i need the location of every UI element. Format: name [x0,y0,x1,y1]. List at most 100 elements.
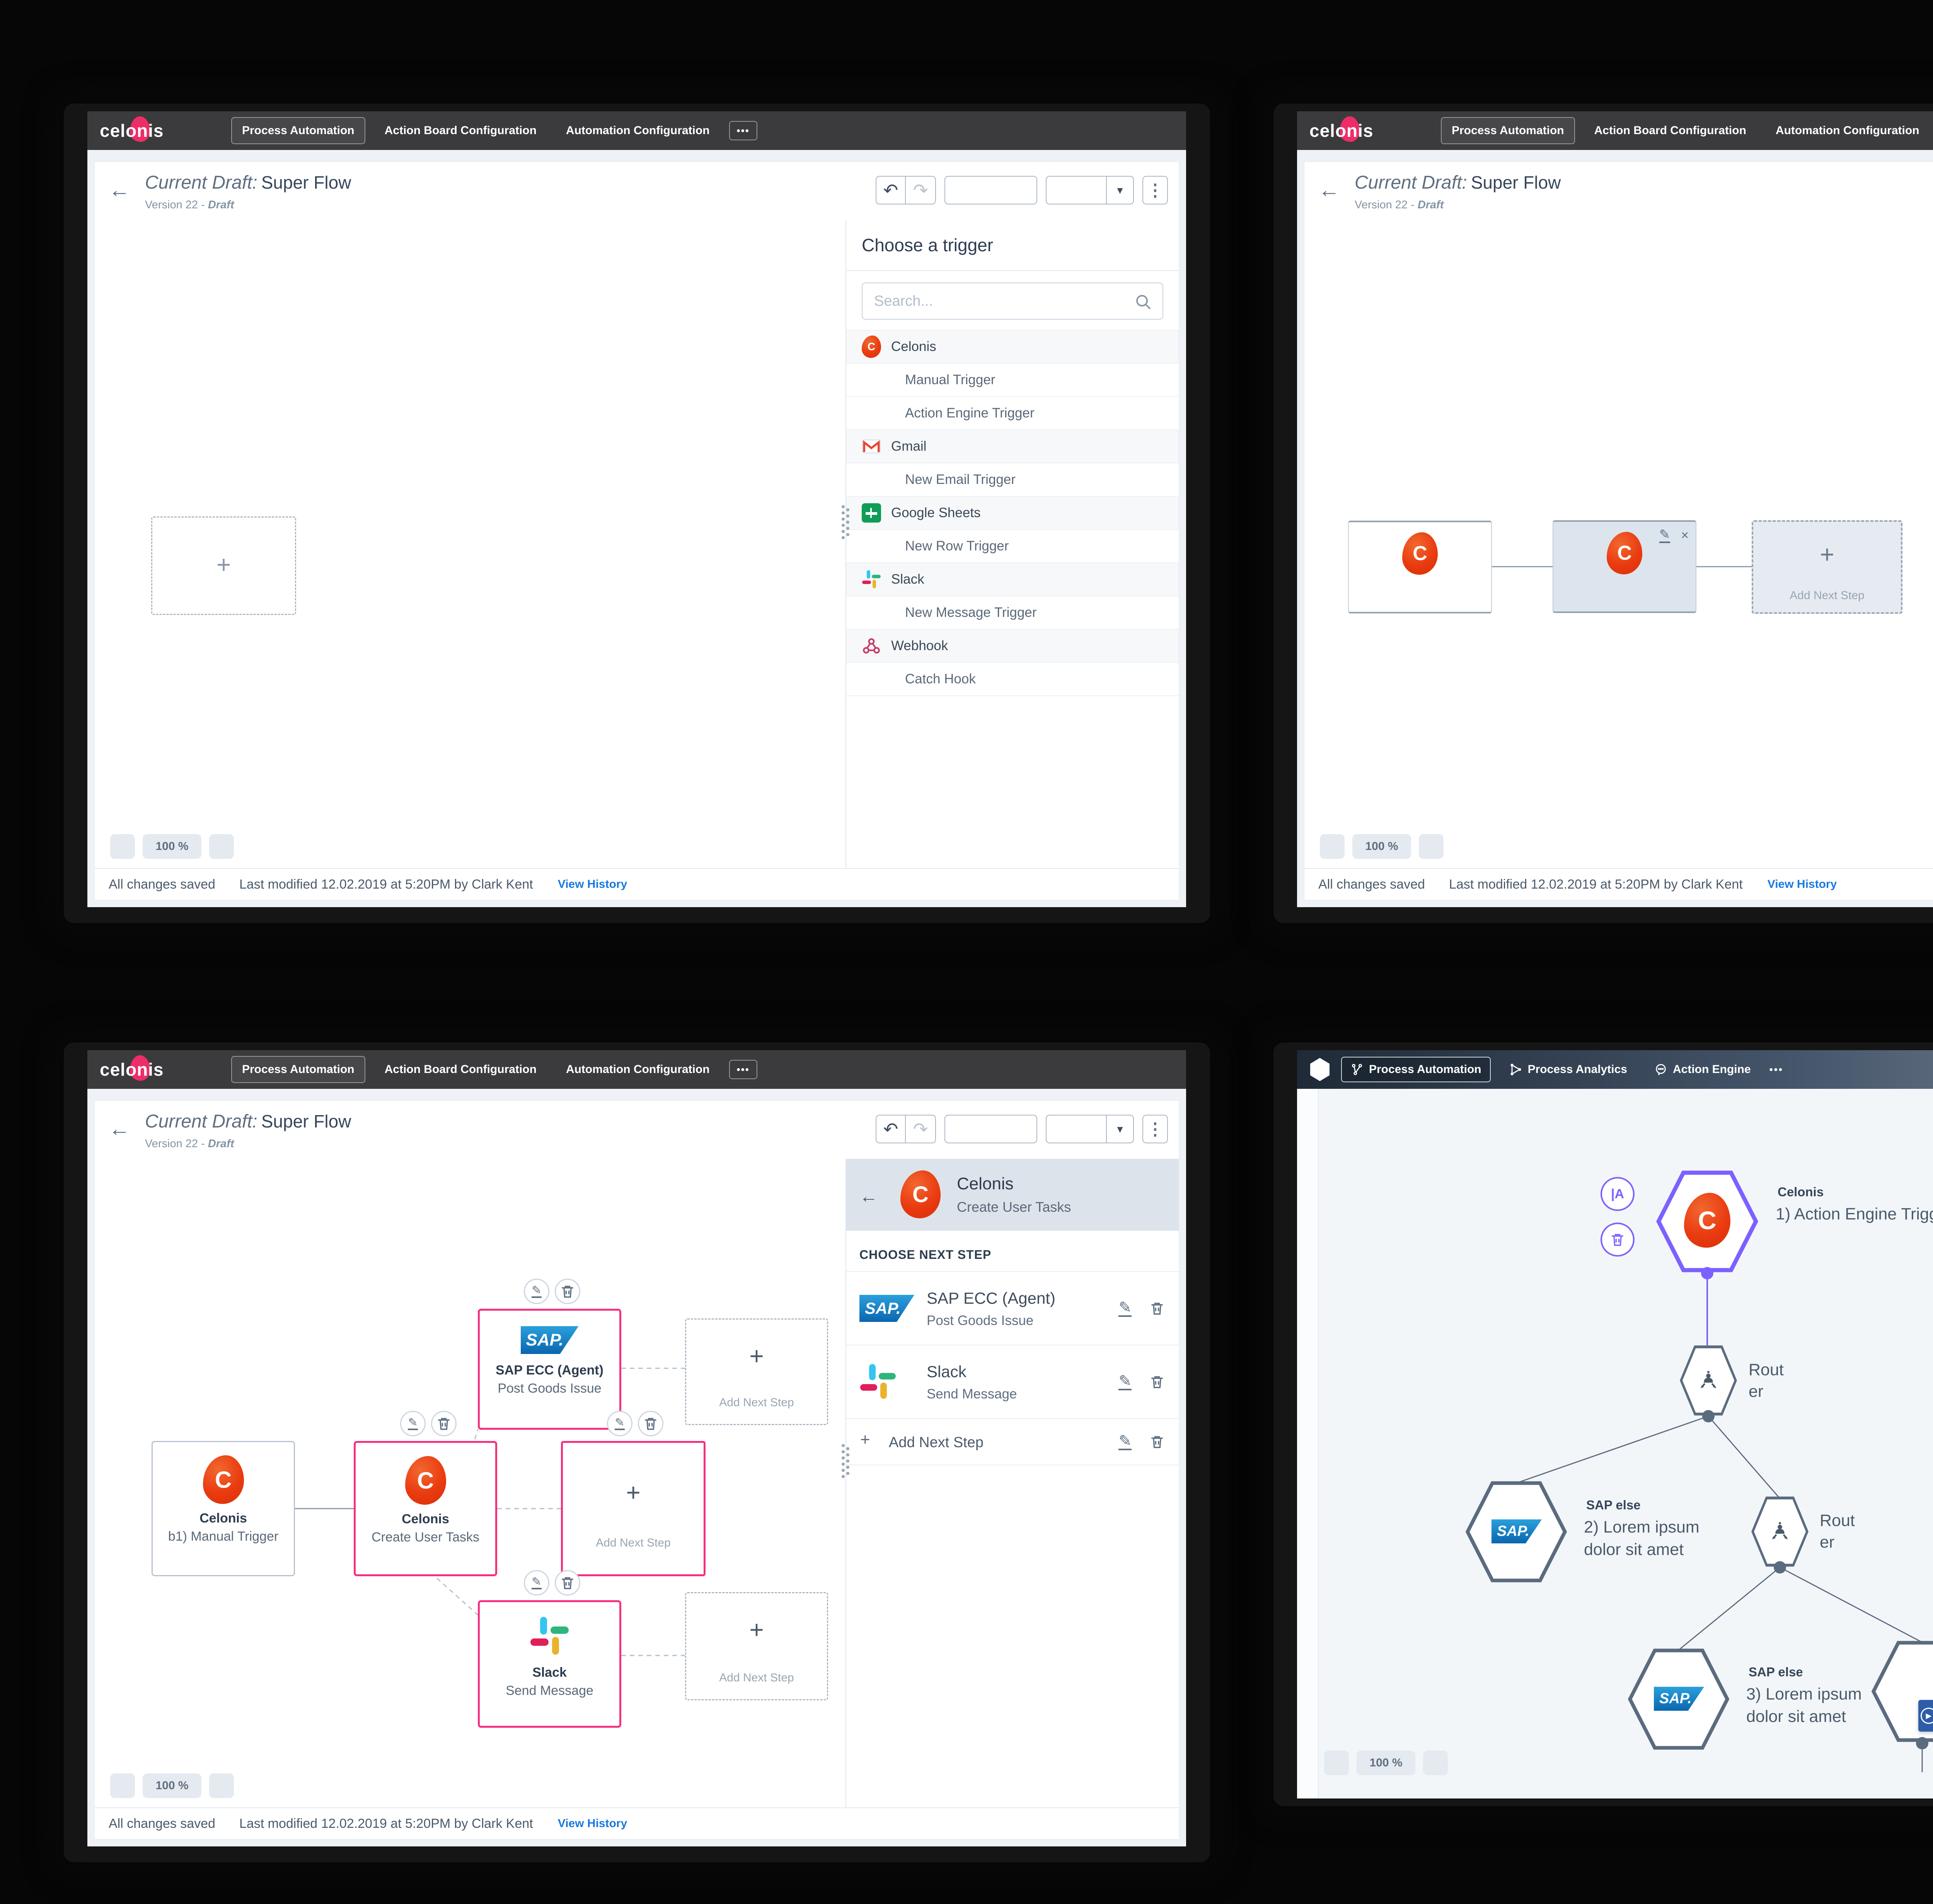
view-history-link[interactable]: View History [557,1817,627,1830]
edit-step-button[interactable]: ✎ [1118,1432,1132,1450]
delete-step-button[interactable] [1149,1300,1166,1317]
delete-step-button[interactable] [1149,1433,1166,1450]
trigger-group-webhook[interactable]: Webhook [846,630,1179,663]
tab-automation-configuration[interactable]: Automation Configuration [566,1063,710,1076]
kebab-menu-button[interactable]: ⋮ [1142,1115,1168,1143]
trigger-item-new-row-trigger[interactable]: New Row Trigger [846,530,1179,563]
search-input[interactable] [862,283,1163,320]
edit-node-button[interactable]: ✎ [607,1411,632,1436]
resize-handle[interactable] [842,505,845,508]
zoom-out-button[interactable] [1324,1751,1349,1775]
node-action-engine-trigger[interactable]: C [1655,1170,1759,1273]
zoom-in-button[interactable] [209,1773,234,1798]
edit-node-icon[interactable]: ✎ [1659,528,1670,543]
tab-action-board-configuration[interactable]: Action Board Configuration [384,1063,537,1076]
nav-more-button[interactable]: ••• [729,1060,757,1079]
back-button[interactable]: ← [1318,177,1340,202]
delete-node-button[interactable] [1601,1223,1635,1257]
resize-handle[interactable] [842,1444,845,1448]
toolbar-select[interactable]: ▾ [1046,176,1134,204]
trigger-item-manual-trigger[interactable]: Manual Trigger [846,364,1179,397]
delete-step-button[interactable] [1149,1373,1166,1390]
trigger-group-slack[interactable]: Slack [846,563,1179,596]
nav-more-button[interactable]: ••• [1769,1063,1783,1075]
redo-button[interactable]: ↷ [913,1119,928,1139]
node-slack-send-message[interactable]: Slack Send Message [478,1600,621,1728]
node-google-sheets[interactable] [1870,1640,1933,1743]
node-sap-2[interactable]: SAP. [1464,1480,1568,1584]
edit-node-button[interactable]: ✎ [400,1411,426,1436]
toolbar-select[interactable]: ▾ [1046,1115,1134,1143]
trigger-group-google-sheets[interactable]: Google Sheets [846,497,1179,530]
add-next-step-row[interactable]: + Add Next Step ✎ [846,1419,1179,1465]
zoom-in-button[interactable] [1423,1751,1448,1775]
node-router-1[interactable] [1679,1345,1737,1416]
toolbar-input[interactable] [944,1115,1037,1143]
delete-node-button[interactable] [555,1570,580,1596]
add-next-step-card-selected[interactable]: + Add Next Step [561,1441,706,1576]
view-history-link[interactable]: View History [1767,878,1837,891]
workflow-canvas[interactable]: C Celonis b1) Manual Trigger ✎ C Celonis… [95,1159,845,1807]
trigger-item-catch-hook[interactable]: Catch Hook [846,663,1179,696]
trigger-item-new-message-trigger[interactable]: New Message Trigger [846,596,1179,630]
edit-step-button[interactable]: ✎ [1118,1373,1132,1390]
node-sap-3[interactable]: SAP. [1627,1647,1730,1751]
connector-dot[interactable] [1774,1561,1786,1574]
undo-button[interactable]: ↶ [876,1115,906,1143]
tab-automation-configuration[interactable]: Automation Configuration [1775,124,1919,137]
delete-node-button[interactable] [431,1411,457,1436]
close-icon[interactable]: × [1681,528,1689,543]
node-sap-post-goods-issue[interactable]: SAP. SAP ECC (Agent) Post Goods Issue [478,1309,621,1430]
trigger-item-new-email-trigger[interactable]: New Email Trigger [846,463,1179,497]
undo-button[interactable]: ↶ [876,177,906,204]
back-button[interactable]: ← [109,1116,130,1141]
search-field[interactable] [863,283,1163,319]
workflow-canvas[interactable]: C C ✎ × + Add Next Step 100 % [1304,220,1933,868]
delete-node-button[interactable] [555,1279,580,1304]
trigger-group-celonis[interactable]: C Celonis [846,330,1179,364]
edit-step-button[interactable]: ✎ [1118,1299,1132,1317]
node-create-user-tasks[interactable]: C Celonis Create User Tasks [354,1441,497,1576]
tab-process-automation[interactable]: Process Automation [231,1056,365,1083]
tab-process-automation[interactable]: Process Automation [1441,117,1575,144]
connector-dot[interactable] [1701,1267,1713,1279]
add-next-step-placeholder[interactable]: + Add Next Step [685,1318,828,1425]
edit-node-button[interactable]: ✎ [524,1570,549,1596]
node-celonis-trigger[interactable]: C [1348,521,1492,613]
next-step-row-sap[interactable]: SAP. SAP ECC (Agent) Post Goods Issue ✎ [846,1272,1179,1345]
zoom-in-button[interactable] [1419,834,1444,859]
zoom-in-button[interactable] [209,834,234,859]
rename-node-button[interactable]: |A [1601,1177,1635,1211]
next-step-row-slack[interactable]: Slack Send Message ✎ [846,1345,1179,1419]
tab-action-board-configuration[interactable]: Action Board Configuration [1594,124,1746,137]
node-manual-trigger[interactable]: C Celonis b1) Manual Trigger [152,1441,295,1576]
tab-process-automation[interactable]: Process Automation [231,117,365,144]
edit-node-button[interactable]: ✎ [524,1279,549,1304]
add-next-step-placeholder[interactable]: + Add Next Step [685,1592,828,1700]
add-next-step-card[interactable]: + Add Next Step [1752,520,1902,614]
back-button[interactable]: ← [109,177,130,202]
connector-dot[interactable] [1702,1410,1715,1422]
tab-process-analytics[interactable]: Process Analytics [1501,1058,1636,1081]
tab-process-automation[interactable]: Process Automation [1341,1057,1491,1082]
delete-node-button[interactable] [638,1411,663,1436]
add-trigger-placeholder[interactable]: + [151,516,296,615]
zoom-out-button[interactable] [1320,834,1345,859]
trigger-item-action-engine-trigger[interactable]: Action Engine Trigger [846,397,1179,430]
workflow-canvas[interactable]: |A C Celonis 1) Action Engine Trigger Ro… [1297,1089,1933,1798]
node-celonis-selected[interactable]: C ✎ × [1553,520,1696,613]
back-button[interactable]: ← [859,1186,878,1207]
tab-action-board-configuration[interactable]: Action Board Configuration [384,124,537,137]
connector-dot[interactable] [1916,1737,1928,1749]
zoom-out-button[interactable] [110,834,135,859]
nav-more-button[interactable]: ••• [729,121,757,140]
workflow-canvas[interactable]: + 100 % [95,220,845,868]
tab-automation-configuration[interactable]: Automation Configuration [566,124,710,137]
node-router-2[interactable] [1751,1496,1809,1567]
toolbar-input[interactable] [944,176,1037,204]
zoom-out-button[interactable] [110,1773,135,1798]
test-workflow-button[interactable]: ▶ Test this workflow [1918,1700,1933,1732]
kebab-menu-button[interactable]: ⋮ [1142,176,1168,204]
redo-button[interactable]: ↷ [913,180,928,200]
tab-action-engine[interactable]: Action Engine [1646,1058,1759,1081]
